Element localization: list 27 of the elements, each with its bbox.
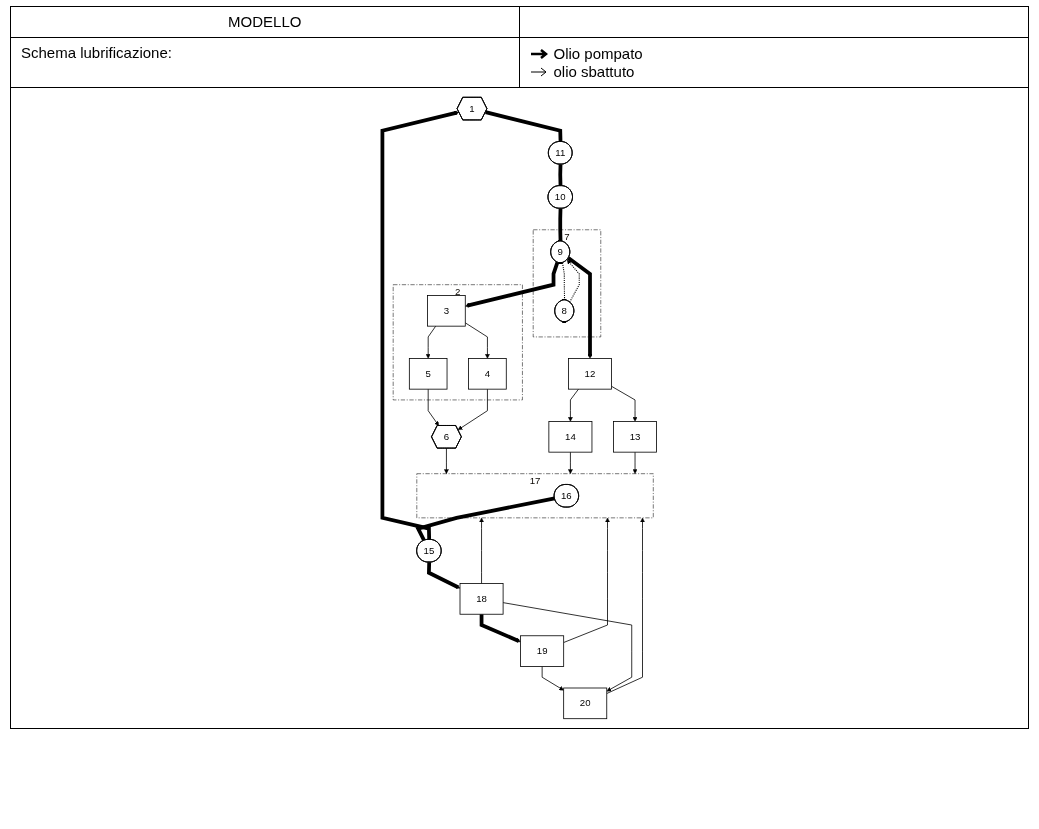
node-box <box>548 421 593 453</box>
arrow <box>427 562 461 589</box>
arrow <box>465 261 560 308</box>
node-box <box>563 687 608 720</box>
node-box <box>568 358 612 390</box>
connector <box>558 164 563 186</box>
node-box <box>468 358 507 390</box>
connector <box>415 496 555 542</box>
arrow <box>566 259 580 303</box>
cluster <box>416 473 654 519</box>
arrow <box>479 614 521 643</box>
lubrication-flowchart: 17 7 2 1 3 5 4 6 8 9 10 11 12 14 13 15 16 18 19 20 <box>11 93 1028 723</box>
arrow <box>567 256 593 359</box>
legend-label: olio sbattuto <box>553 63 635 80</box>
legend-label: Olio pompato <box>553 45 643 62</box>
node-box <box>520 635 565 667</box>
node-box <box>613 421 657 453</box>
diagram-title: Schema lubrificazione: <box>21 44 172 61</box>
cluster <box>392 284 523 401</box>
node-box <box>459 583 504 615</box>
node-box <box>408 358 448 390</box>
node-box <box>427 295 466 327</box>
connector <box>485 110 563 142</box>
arrow <box>380 110 460 540</box>
header-label: MODELLO <box>228 13 302 30</box>
connector <box>558 208 563 241</box>
cluster <box>532 229 602 338</box>
